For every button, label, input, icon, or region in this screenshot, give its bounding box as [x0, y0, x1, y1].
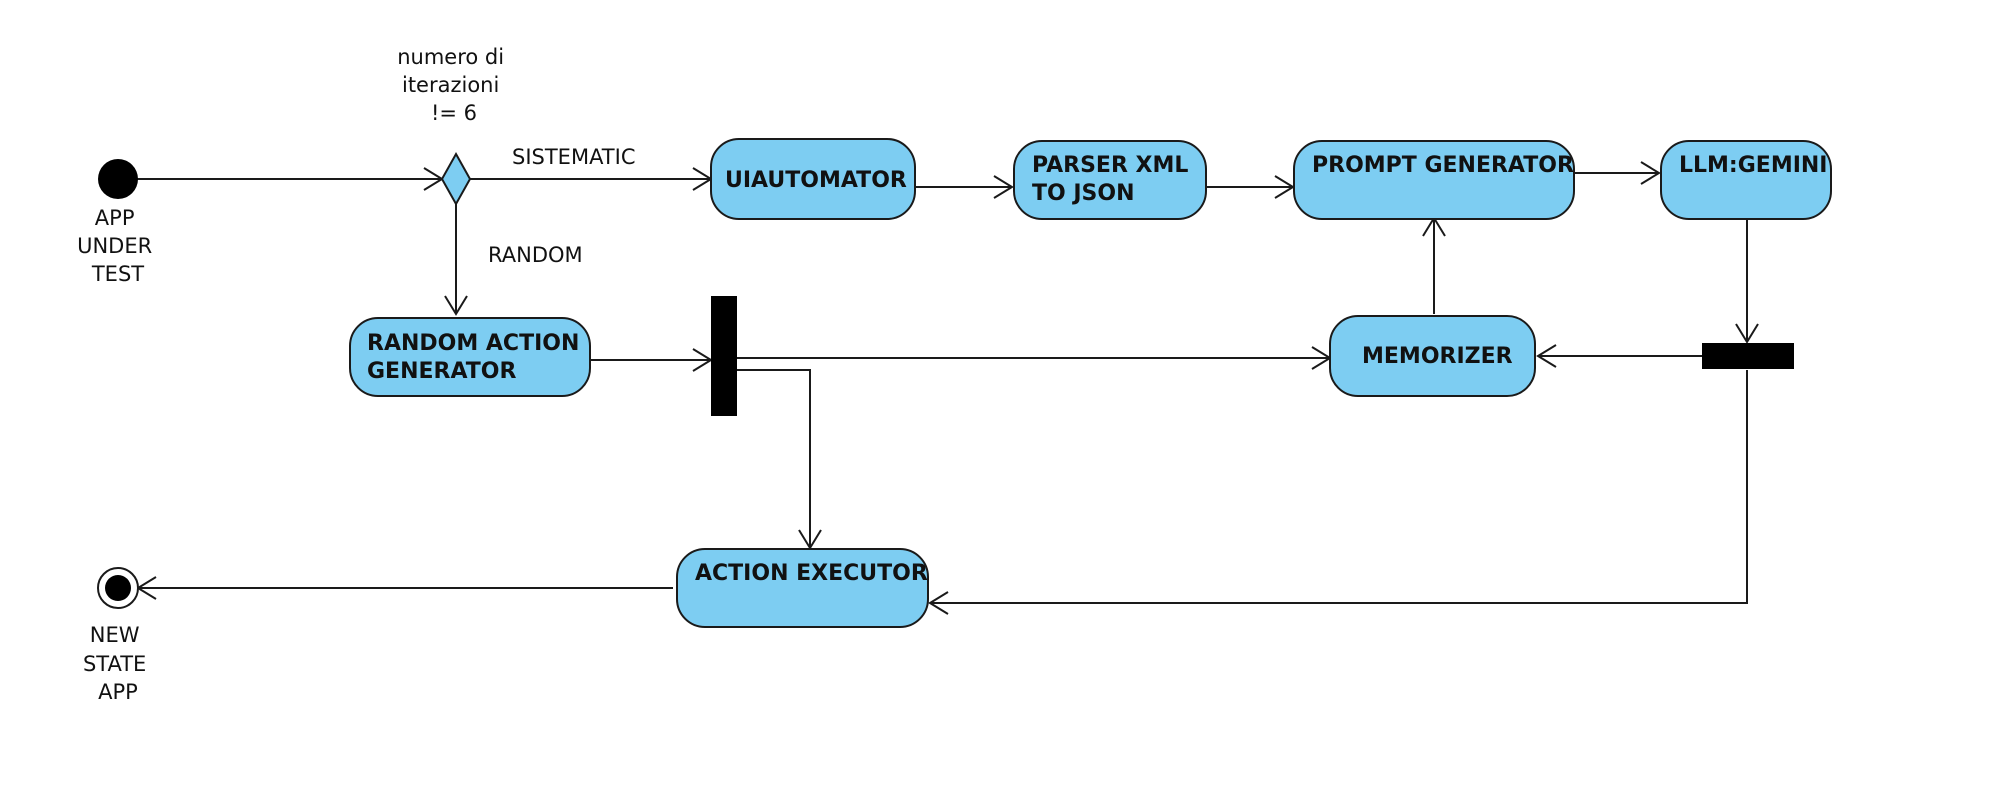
- edge-join-to-executor: [737, 369, 811, 548]
- activity-random-action-generator-box: [349, 317, 591, 397]
- activity-uiautomator-box: [710, 138, 916, 220]
- end-label: NEW STATE APP: [83, 623, 153, 704]
- fork-bar: [1702, 343, 1794, 369]
- activity-memorizer-label: MEMORIZER: [1362, 344, 1513, 369]
- decision-guard-line: numero di: [397, 45, 504, 69]
- end-label-line: STATE: [83, 652, 146, 676]
- activity-parser-label: PARSER XML TO JSON: [1032, 153, 1196, 206]
- activity-memorizer-box: [1329, 315, 1536, 397]
- activity-llm-box: [1660, 140, 1832, 220]
- activity-label-line: GENERATOR: [367, 359, 516, 384]
- edges: [132, 161, 1759, 615]
- activity-parser-xml-to-json: PARSER XML TO JSON: [1013, 140, 1207, 220]
- decision-guard: numero di iterazioni != 6: [397, 45, 511, 125]
- end-label-line: NEW: [90, 623, 140, 647]
- activity-prompt-generator-box: [1293, 140, 1575, 220]
- edge-label-random: RANDOM: [488, 243, 583, 267]
- edge-uiautomator-to-parser-arrowhead: [993, 175, 1014, 199]
- edge-fork-to-memorizer-arrowhead: [1536, 344, 1557, 368]
- start-label-line: UNDER: [77, 234, 152, 258]
- activity-label-line: PROMPT GENERATOR: [1312, 153, 1574, 178]
- edge-fork-to-executor-arrowhead: [928, 591, 949, 615]
- decision-node: [440, 151, 472, 207]
- join-bar: [711, 296, 737, 416]
- decision-guard-line: iterazioni: [402, 73, 499, 97]
- edge-label-sistematic: SISTEMATIC: [512, 145, 636, 169]
- edge-decision-to-random-arrowhead: [444, 295, 468, 316]
- activity-parser-box: [1013, 140, 1207, 220]
- edge-llm-to-fork-arrowhead: [1735, 323, 1759, 344]
- activity-prompt-generator: PROMPT GENERATOR: [1293, 140, 1575, 220]
- activity-action-executor-label: ACTION EXECUTOR: [695, 561, 928, 586]
- activity-random-action-generator: RANDOM ACTION GENERATOR: [349, 317, 591, 397]
- start-label: APP UNDER TEST: [77, 206, 159, 286]
- start-label-line: APP: [95, 206, 135, 230]
- final-node-inner: [105, 575, 131, 601]
- edge-fork-to-executor: [930, 370, 1748, 604]
- initial-node: [98, 159, 138, 199]
- activity-uiautomator: UIAUTOMATOR: [710, 138, 916, 220]
- activity-uiautomator-label: UIAUTOMATOR: [725, 168, 907, 193]
- activity-memorizer: MEMORIZER: [1329, 315, 1536, 397]
- decision-guard-line: != 6: [431, 101, 477, 125]
- activity-llm-label: LLM:GEMINI: [1679, 153, 1828, 178]
- end-label-line: APP: [98, 680, 138, 704]
- activity-label-line: MEMORIZER: [1362, 344, 1513, 369]
- activity-label-line: UIAUTOMATOR: [725, 168, 907, 193]
- edge-prompt-to-llm-arrowhead: [1640, 161, 1661, 185]
- activity-action-executor: ACTION EXECUTOR: [676, 548, 929, 628]
- start-label-line: TEST: [91, 262, 144, 286]
- activity-label-line: RANDOM ACTION: [367, 331, 579, 356]
- activity-prompt-generator-label: PROMPT GENERATOR: [1312, 153, 1574, 178]
- activity-label-line: ACTION EXECUTOR: [695, 561, 928, 586]
- activity-label-line: TO JSON: [1032, 181, 1135, 206]
- activity-llm-gemini: LLM:GEMINI: [1660, 140, 1832, 220]
- activity-action-executor-box: [676, 548, 929, 628]
- activity-random-action-generator-label: RANDOM ACTION GENERATOR: [367, 331, 587, 384]
- activity-label-line: PARSER XML: [1032, 153, 1188, 178]
- activity-label-line: LLM:GEMINI: [1679, 153, 1828, 178]
